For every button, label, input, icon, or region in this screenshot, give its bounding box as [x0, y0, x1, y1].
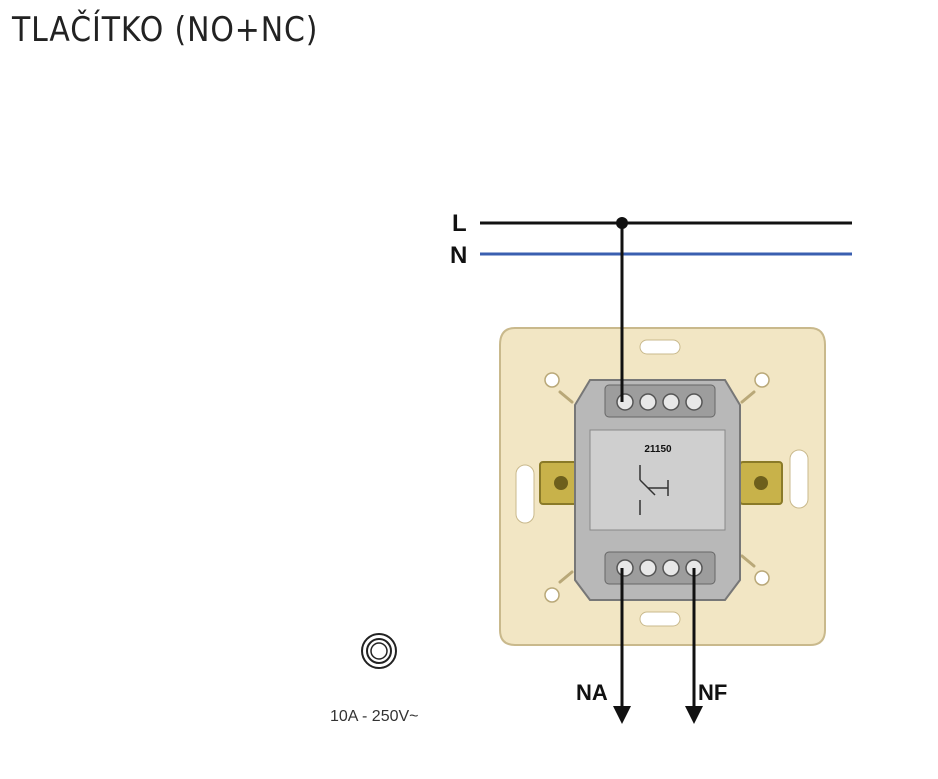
live-line: [480, 217, 852, 229]
no-output-label: NA: [576, 680, 608, 705]
side-clamp-right: [739, 461, 783, 505]
live-label: L: [452, 210, 467, 237]
double-circle-icon: [361, 633, 397, 669]
wiring-diagram: 21150 L N NA NF: [450, 210, 852, 724]
side-clamp-left: [539, 461, 583, 505]
device-code: 21150: [644, 444, 672, 455]
neutral-label: N: [450, 242, 467, 269]
rating-text: 10A - 250V~: [330, 708, 419, 725]
switch-mechanism: 21150: [574, 379, 741, 601]
page-title: TLAČÍTKO (NO+NC): [12, 10, 319, 50]
nc-output-label: NF: [698, 680, 727, 705]
